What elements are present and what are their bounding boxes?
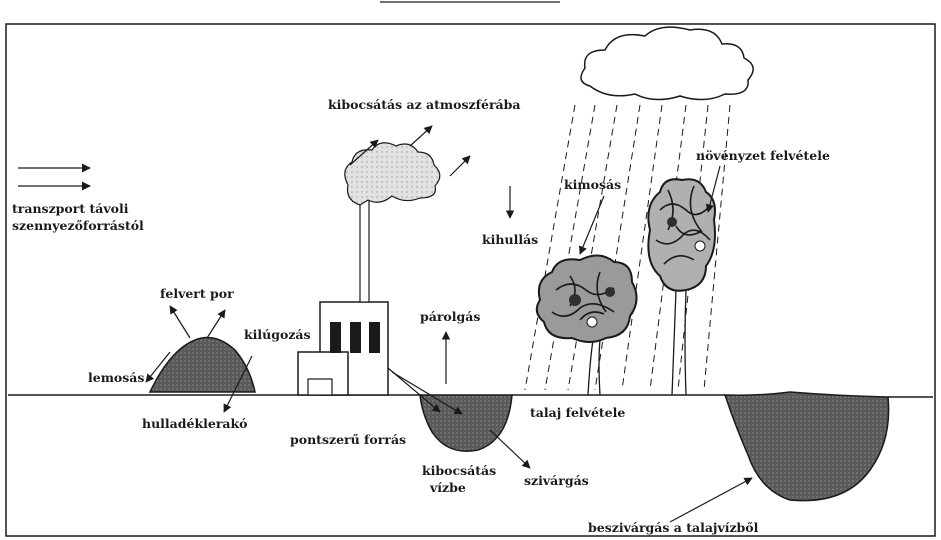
small-tree [537,255,637,395]
label-leaching: kilúgozás [244,327,311,342]
smoke-plume [345,143,440,205]
label-washout: kimosás [564,177,621,192]
groundwater-arrow [670,478,752,522]
factory [298,200,388,395]
rain-cloud [581,27,753,99]
label-runoff: lemosás [88,370,144,385]
label-landfill: hulladéklerakó [142,416,248,431]
transport-arrows [18,168,90,186]
label-soil-uptake: talaj felvétele [530,405,625,420]
label-atmosphere: kibocsátás az atmoszférába [328,97,520,112]
label-point-source: pontszerű forrás [290,432,406,447]
surface-water-pond [420,395,512,451]
label-transport-line1: transzport távoli [12,201,129,216]
label-seepage: szivárgás [524,473,589,488]
tall-tree [648,179,715,395]
washout-arrow [580,196,604,254]
label-groundwater: beszivárgás a talajvízből [588,520,759,535]
label-plant-uptake: növényzet felvétele [696,148,830,163]
landfill-mound [150,338,255,392]
groundwater-basin [725,392,889,501]
label-water-emission-line2: vízbe [429,480,466,495]
label-transport-line2: szennyezőforrástól [12,218,144,233]
label-dust: felvert por [160,286,234,301]
label-fallout: kihullás [482,232,538,247]
dust-arrows [170,306,225,338]
label-evaporation: párolgás [420,309,480,324]
label-water-emission-line1: kibocsátás [422,463,496,478]
